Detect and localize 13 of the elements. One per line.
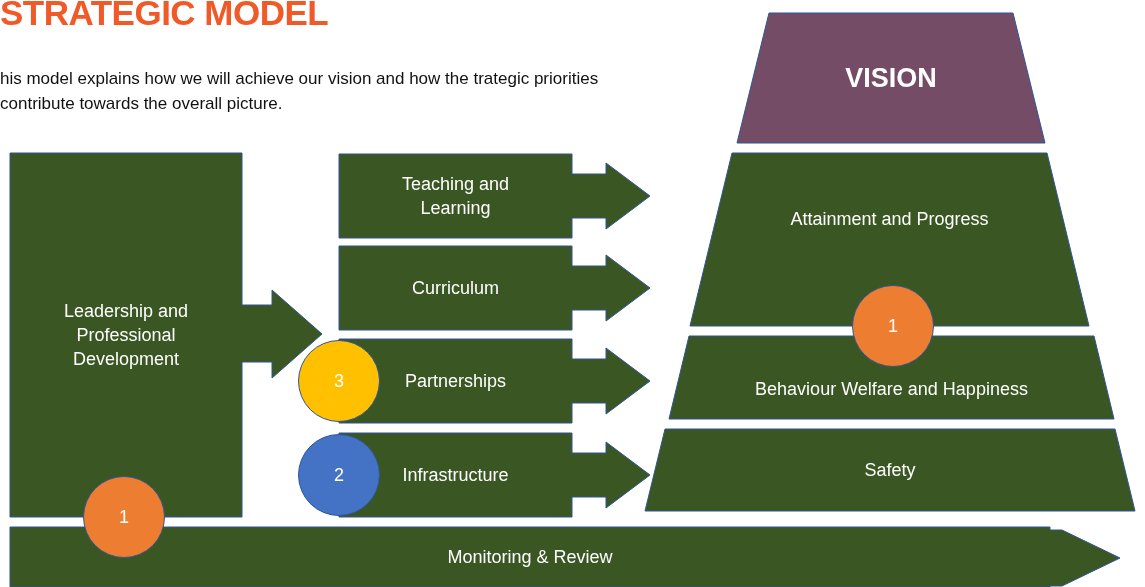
shape-label: Attainment and Progress [790,208,989,232]
shape-label: Curriculum [412,276,499,300]
shape-label: VISION [845,61,937,95]
shape-label: Safety [864,458,916,482]
shape-label: Infrastructure [402,463,509,487]
shape-label: Leadership and Professional Development [62,299,190,372]
shape-label: Partnerships [404,369,507,393]
shape-label: Monitoring & Review [447,545,613,569]
description-text: his model explains how we will achieve our vision and how the trategic priorities contribute towards the overall picture. [0,68,600,115]
title: STRATEGIC MODEL [0,0,329,33]
shape-label: Teaching and Learning [400,172,511,220]
number-circle: 2 [298,434,380,516]
shape-label: Behaviour Welfare and Happiness [755,378,1028,402]
